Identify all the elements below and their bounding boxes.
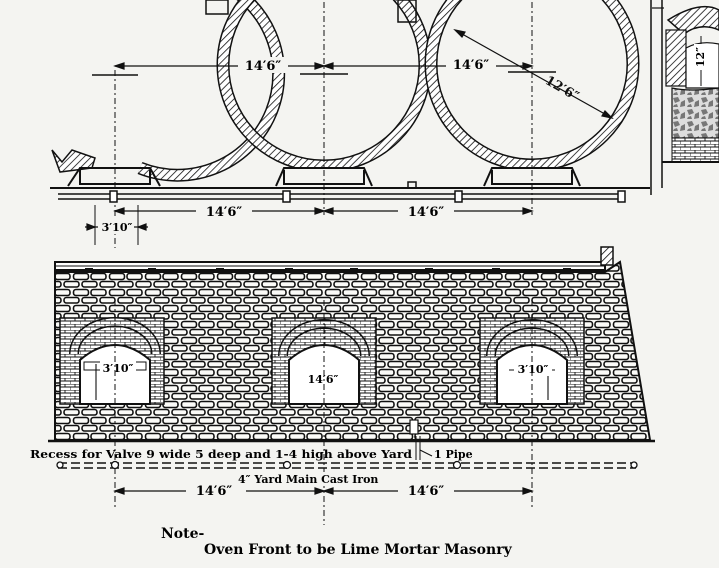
yard-main: Recess for Valve 9 wide 5 deep and 1-4 h… xyxy=(30,436,638,499)
pipe-label: 1 Pipe xyxy=(434,448,473,461)
elevation-centerlines xyxy=(114,300,533,525)
yard-main-label: 4″ Yard Main Cast Iron xyxy=(238,473,378,486)
yard-dim-lines xyxy=(113,487,534,495)
plan-centerlines xyxy=(114,2,533,248)
lower-spacing-1: 14′6″ xyxy=(206,205,243,220)
lower-dim-lines xyxy=(85,207,534,231)
broken-wall-left xyxy=(51,149,96,173)
note-text: Oven Front to be Lime Mortar Masonry xyxy=(204,542,513,558)
diameter-label: 12′6″ xyxy=(542,73,581,104)
door-left-label: 3′10″ xyxy=(103,362,134,375)
oven-circle-left xyxy=(137,0,286,182)
lower-plan: 14′6″ 14′6″ 3′10″ xyxy=(58,190,626,245)
side-height-label: 12″ xyxy=(694,47,707,67)
plan-spacing-1: 14′6″ xyxy=(245,59,282,74)
rail-end-post xyxy=(600,246,614,266)
door-right-label: 3′10″ xyxy=(518,363,549,376)
oven-plan: 14′6″ 14′6″ 12′6″ xyxy=(50,0,652,248)
valve-recess xyxy=(409,419,419,435)
pipe-width-label: 3′10″ xyxy=(102,221,133,234)
door-mid-label: 14′6″ xyxy=(308,373,339,386)
recess-note: Recess for Valve 9 wide 5 deep and 1-4 h… xyxy=(30,448,412,461)
yard-spacing-1: 14′6″ xyxy=(196,484,233,499)
oven-doorways xyxy=(67,167,581,187)
lower-spacing-2: 14′6″ xyxy=(408,205,445,220)
plan-small-box xyxy=(407,181,417,189)
plan-spacing-2: 14′6″ xyxy=(453,58,490,73)
note-label: Note- xyxy=(161,526,205,542)
oven-front-elevation: 3′10″ 14′6″ 3′10″ xyxy=(48,246,655,443)
plan-cross-marks xyxy=(92,71,556,76)
diameter-dim xyxy=(453,29,614,119)
side-section: 12″ xyxy=(652,0,719,195)
yard-spacing-2: 14′6″ xyxy=(408,484,445,499)
